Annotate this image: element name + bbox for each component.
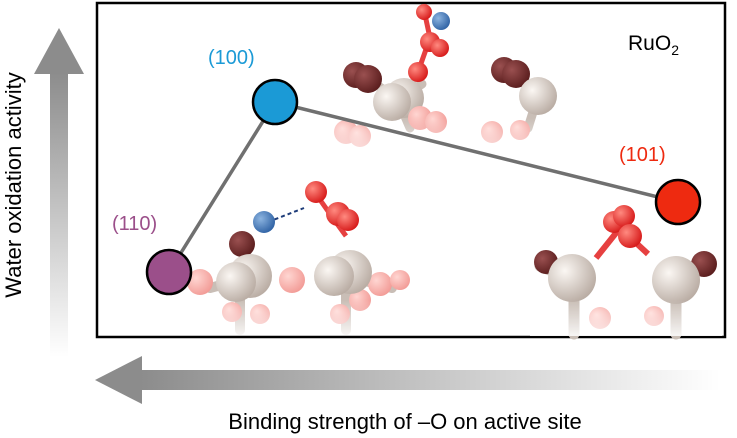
- material-label: RuO2: [628, 32, 679, 58]
- activity-axis-arrow: [34, 28, 84, 357]
- surface-structure-110: [187, 181, 420, 335]
- material-formula: RuO: [628, 32, 671, 55]
- facet-100-marker: [251, 78, 299, 126]
- x-axis-label: Binding strength of –O on active site: [228, 409, 581, 434]
- facet-100-label: (100): [208, 47, 255, 69]
- y-axis-label: Water oxidation activity: [1, 72, 26, 297]
- surface-structure-100: [330, 4, 560, 158]
- binding-axis-arrow: [95, 356, 720, 404]
- facet-101-marker: [654, 178, 702, 226]
- facet-110-label: (110): [112, 213, 157, 235]
- facet-101-label: (101): [619, 144, 666, 166]
- material-subscript: 2: [671, 42, 679, 58]
- surface-structure-101: [530, 205, 722, 340]
- facet-110-marker: [145, 248, 193, 296]
